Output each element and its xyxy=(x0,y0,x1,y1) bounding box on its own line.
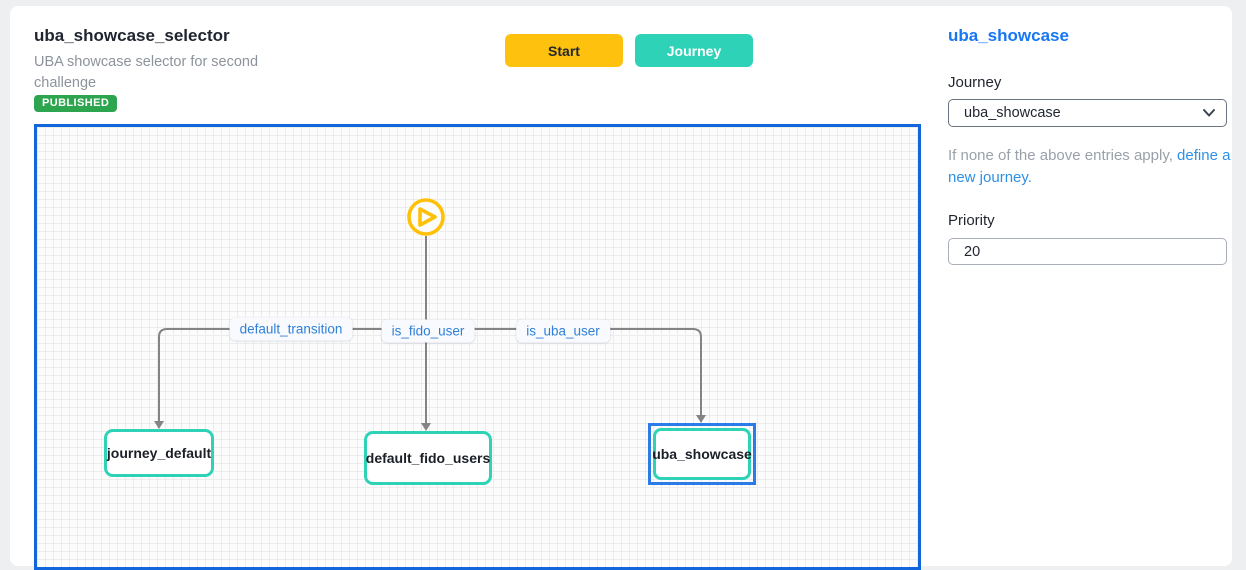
node-journey-default[interactable]: journey_default xyxy=(104,429,214,477)
status-badge: PUBLISHED xyxy=(34,95,118,112)
node-uba-showcase[interactable]: uba_showcase xyxy=(652,428,752,480)
journey-button[interactable]: Journey xyxy=(635,34,753,67)
start-button[interactable]: Start xyxy=(505,34,623,67)
helper-text-prefix: If none of the above entries apply, xyxy=(948,147,1178,164)
define-new-journey-link[interactable]: define a new journey. xyxy=(948,147,1231,186)
priority-input[interactable] xyxy=(948,238,1227,265)
edge-label-default-transition[interactable]: default_transition xyxy=(229,317,353,341)
journey-field-label: Journey xyxy=(948,74,1002,91)
panel-title: uba_showcase xyxy=(948,26,1069,45)
main-card: uba_showcase_selector UBA showcase selec… xyxy=(10,6,1232,570)
flow-edges xyxy=(154,198,706,431)
play-icon[interactable] xyxy=(407,198,445,236)
priority-field-label: Priority xyxy=(948,212,995,229)
helper-text: If none of the above entries apply, defi… xyxy=(948,145,1238,189)
node-selection-box: uba_showcase xyxy=(648,423,756,485)
page-title: uba_showcase_selector xyxy=(34,26,230,45)
edge-label-is-fido-user[interactable]: is_fido_user xyxy=(381,319,475,343)
journey-select[interactable]: uba_showcase xyxy=(948,99,1227,127)
flow-canvas[interactable]: default_transition is_fido_user is_uba_u… xyxy=(34,124,921,570)
page-subtitle: UBA showcase selector for second challen… xyxy=(34,54,259,91)
edge-label-is-uba-user[interactable]: is_uba_user xyxy=(516,319,610,343)
node-default-fido-users[interactable]: default_fido_users xyxy=(364,431,492,485)
